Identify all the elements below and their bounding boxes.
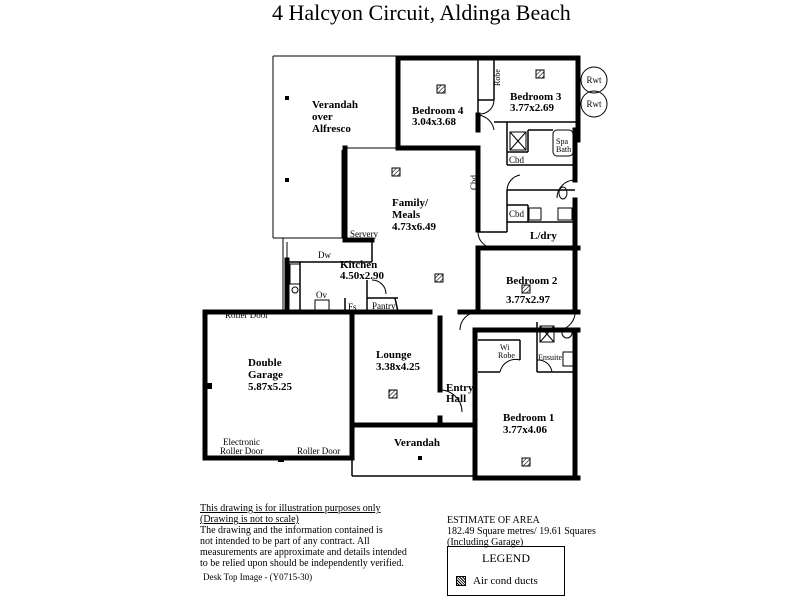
door-swings [371,99,576,413]
laundry-label: L/dry [530,230,557,242]
spa-label-1: Spa [556,137,568,146]
legend: LEGEND Air cond ducts [447,546,565,596]
entry-hall-line1: Entry [446,382,474,394]
family-line2: Meals [392,209,421,221]
air-cond-duct-icon [436,84,446,94]
robe-label: Robe [493,69,502,86]
electronic-roller-line1: Electronic [223,437,260,447]
ov-label: Ov [316,290,327,300]
spa-label-2: Bath [556,145,571,154]
air-cond-duct-icon [388,389,398,399]
bedroom1-name: Bedroom 1 [503,412,554,424]
toilet-fixture [558,186,568,200]
disclaimer-line1: This drawing is for illustration purpose… [200,503,381,514]
air-cond-duct-icon [456,576,466,587]
estimate-value: 182.49 Square metres/ 19.61 Squares [447,526,596,537]
page-title: 4 Halcyon Circuit, Aldinga Beach [272,0,571,25]
lounge-name: Lounge [376,349,412,361]
ensuite-shower-fixture [539,325,555,343]
washer-fixture [557,207,573,221]
legend-item: Air cond ducts [456,575,538,587]
bedroom2-name: Bedroom 2 [506,275,558,287]
wi-robe-label-2: Robe [498,351,515,360]
entry-hall-line2: Hall [446,393,466,405]
disclaimer-line4: not intended to be part of any contract.… [200,536,370,547]
bedroom4-size: 3.04x3.68 [412,116,457,128]
legend-title: LEGEND [482,551,530,565]
garage-size: 5.87x5.25 [248,381,293,393]
servery-label: Servery [350,229,378,239]
kitchen-size: 4.50x2.90 [340,270,385,282]
wi-robe-label-1: Wi [500,343,510,352]
verandah-alfresco-line2: over [312,111,333,123]
air-cond-duct-icon [521,284,531,294]
cbd-label-2: Cbd [469,174,479,190]
bedroom3-size: 3.77x2.69 [510,102,555,114]
disclaimer-line3: The drawing and the information containe… [200,525,383,536]
cooktop-fixture [314,299,330,313]
air-cond-duct-icon [521,457,531,467]
bedroom2-size: 3.77x2.97 [506,294,551,306]
disclaimer: This drawing is for illustration purpose… [200,503,407,569]
kitchen-name: Kitchen [340,259,377,271]
disclaimer-line6: to be relied upon should be independentl… [200,558,404,569]
rwt-label-2: Rwt [586,99,602,109]
bedroom1-size: 3.77x4.06 [503,424,548,436]
area-estimate: ESTIMATE OF AREA 182.49 Square metres/ 1… [447,515,596,548]
disclaimer-line2: (Drawing is not to scale) [200,514,299,525]
air-cond-duct-icon [434,273,444,283]
spa-bath-fixture [552,129,574,157]
verandah-front-label: Verandah [394,437,440,449]
cbd-label-3: Cbd [509,209,525,219]
verandah-alfresco-line1: Verandah [312,99,358,111]
fs-label: Fs [348,302,357,312]
family-line1: Family/ [392,197,429,209]
air-cond-ducts [388,69,545,467]
image-reference: Desk Top Image - (Y0715-30) [203,572,313,582]
fixtures [289,129,574,367]
verandah-alfresco-line3: Alfresco [312,123,351,135]
rainwater-tank-1 [580,66,608,94]
sink-fixture [289,263,301,285]
pantry-label: Pantry [372,301,396,311]
disclaimer-line5: measurements are approximate and details… [200,547,407,558]
rwt-label-1: Rwt [586,75,602,85]
laundry-tub-fixture [528,207,542,221]
legend-item-label: Air cond ducts [473,575,538,587]
family-size: 4.73x6.49 [392,221,437,233]
garage-line1: Double [248,357,282,369]
garage-line2: Garage [248,369,283,381]
rainwater-tank-2 [580,90,608,118]
bedroom4-name: Bedroom 4 [412,105,464,117]
roller-door-bottom-label: Roller Door [297,446,340,456]
air-cond-duct-icon [535,69,545,79]
electronic-roller-line2: Roller Door [220,446,263,456]
basin-fixture [561,327,573,339]
ensuite-toilet-fixture [562,351,574,367]
lounge-size: 3.38x4.25 [376,361,421,373]
shower-fixture [509,131,527,151]
estimate-note: (Including Garage) [447,537,524,548]
ensuite-label: Ensuite [538,353,562,362]
estimate-heading: ESTIMATE OF AREA [447,515,540,526]
post-markers [206,96,422,462]
air-cond-duct-icon [391,167,401,177]
roller-door-top-label: Roller Door [225,310,268,320]
cbd-label-1: Cbd [509,155,525,165]
bedroom3-name: Bedroom 3 [510,91,562,103]
dw-label: Dw [318,250,331,260]
